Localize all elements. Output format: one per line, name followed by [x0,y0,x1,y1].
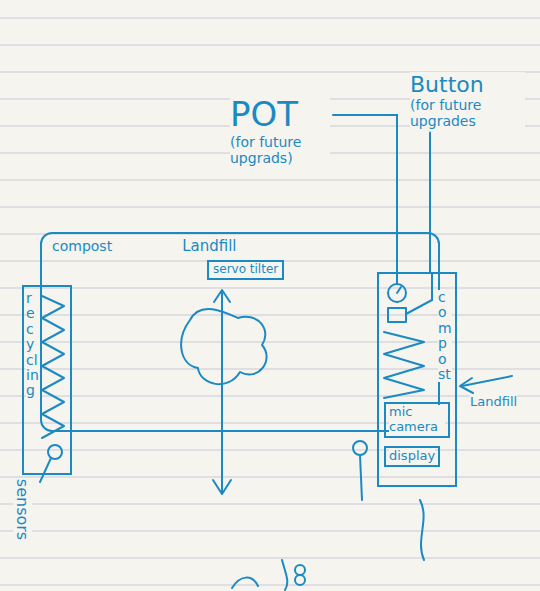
pot-note: POT(for future upgrads) [230,95,330,166]
display-box: display [384,446,440,467]
vertical-label: compost [438,290,452,382]
handwritten-label: mic camera [389,405,445,435]
handwritten-label: compost [52,238,112,254]
bin-housing: compostLandfillrecyclingservo tiltercomp… [40,232,440,432]
wire [333,115,397,272]
servo-box: servo tilter [207,260,284,280]
button-note: Button(for future upgrades [410,72,525,129]
vertical-label: recycling [26,291,40,399]
wire [429,132,431,272]
handwritten-label: display [389,449,435,464]
landfill-callout: Landfill [470,394,517,409]
sensors-label: sensors [13,479,32,540]
handwritten-label: (for future upgrads) [230,134,330,166]
camera-box: mic camera [384,402,450,438]
handwritten-label: POT [230,95,330,134]
handwritten-label: Landfill [182,238,236,255]
handwritten-label: Button [410,72,525,97]
control-panel: compost mic camera display [377,272,457,487]
handwritten-label: servo tilter [213,263,278,277]
recycling-flap: recycling [22,285,72,475]
handwritten-label: (for future upgrades [410,97,525,129]
